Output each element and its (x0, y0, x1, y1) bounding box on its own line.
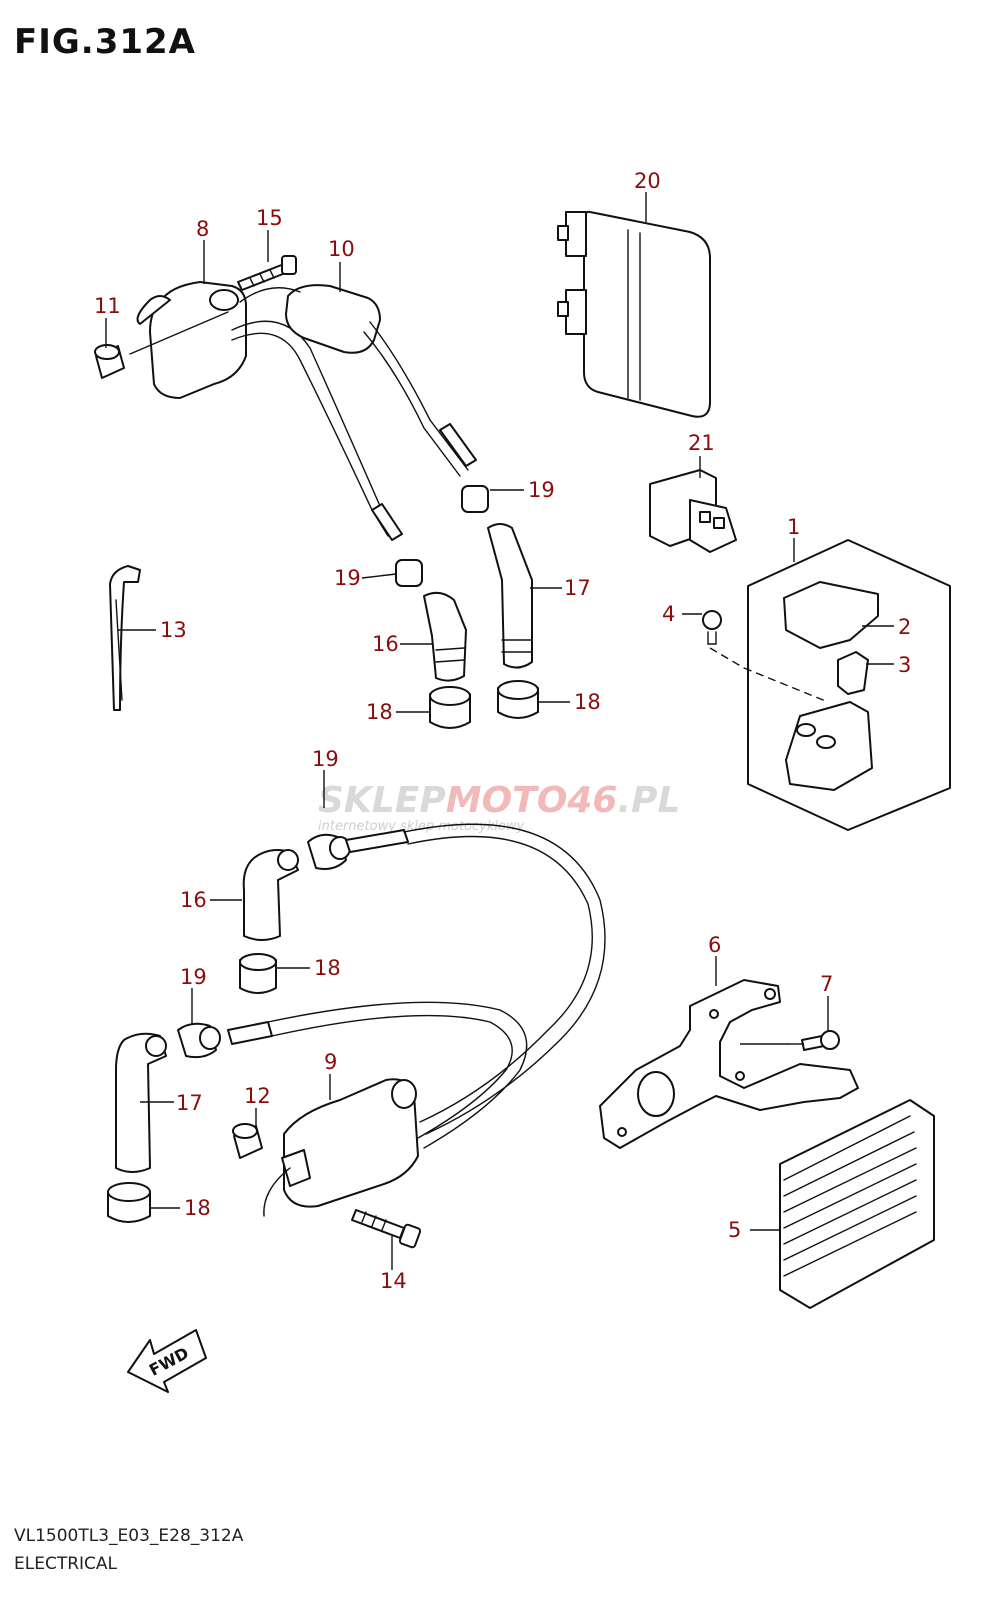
footer-code: VL1500TL3_E03_E28_312A (14, 1526, 244, 1546)
callout-18-a: 18 (366, 700, 393, 724)
seal-part-18-mid (239, 953, 277, 994)
svg-text:SKLEPMOTO46.PL: SKLEPMOTO46.PL (318, 780, 680, 821)
watermark-brand-a: SKLEP (318, 780, 446, 821)
leader-lines (105, 192, 894, 1270)
plug-cap-part-17-upper (487, 523, 533, 669)
callout-17-b: 17 (176, 1091, 203, 1115)
regulator-part-5 (779, 1099, 935, 1309)
callout-4: 4 (662, 602, 675, 626)
callout-19-d: 19 (180, 965, 207, 989)
screw-part-7 (801, 1030, 840, 1051)
callout-21: 21 (688, 431, 715, 455)
high-tension-cables-lower (227, 823, 606, 1149)
plug-cap-part-16-lower (242, 849, 299, 941)
callout-13: 13 (160, 618, 187, 642)
callout-20: 20 (634, 169, 661, 193)
seal-part-19-upper (395, 485, 489, 587)
watermark: SKLEPMOTO46.PL internetowy sklep motocyk… (318, 780, 680, 834)
callout-12: 12 (244, 1084, 271, 1108)
callout-11: 11 (94, 294, 121, 318)
plug-cap-part-17-lower (115, 1032, 167, 1173)
callout-7: 7 (820, 972, 833, 996)
callout-8: 8 (196, 217, 209, 241)
bolt-part-15 (237, 255, 297, 291)
spacer-part-12 (232, 1123, 263, 1159)
callout-18-c: 18 (314, 956, 341, 980)
callout-16-b: 16 (180, 888, 207, 912)
figure-title: FIG.312A (14, 22, 196, 62)
bracket-part-6 (599, 979, 859, 1149)
watermark-brand-b: MOTO46 (446, 780, 618, 821)
seal-part-18-lower (107, 1182, 151, 1223)
callout-numbers: 20 15 8 10 11 21 19 1 19 17 13 4 2 3 16 … (94, 169, 911, 1293)
forward-direction-arrow: FWD (127, 1329, 207, 1393)
callout-5: 5 (728, 1218, 741, 1242)
seal-part-19-mid (307, 833, 351, 870)
spacer-part-11 (94, 344, 125, 379)
seal-part-19-lower (177, 1022, 221, 1059)
callout-19-b: 19 (334, 566, 361, 590)
cable-tie-part-13 (109, 565, 141, 711)
bolt-part-14 (351, 1209, 422, 1249)
ignition-coil-part-9 (263, 1078, 419, 1217)
callout-17-a: 17 (564, 576, 591, 600)
ecm-unit-part-20 (557, 210, 711, 418)
callout-19-c: 19 (312, 747, 339, 771)
seal-part-18-upper (429, 680, 539, 729)
screw-part-4 (702, 610, 722, 645)
callout-18-d: 18 (184, 1196, 211, 1220)
connector-part-21 (649, 469, 737, 553)
callout-15: 15 (256, 206, 283, 230)
ignition-coil-part-8 (129, 281, 247, 399)
callout-14: 14 (380, 1269, 407, 1293)
callout-3: 3 (898, 653, 911, 677)
callout-18-b: 18 (574, 690, 601, 714)
callout-1: 1 (787, 515, 800, 539)
callout-6: 6 (708, 933, 721, 957)
footer-section: ELECTRICAL (14, 1554, 118, 1574)
callout-10: 10 (328, 237, 355, 261)
plug-cap-part-16-upper (423, 591, 467, 682)
callout-19-a: 19 (528, 478, 555, 502)
watermark-brand-c: .PL (617, 780, 680, 821)
callout-2: 2 (898, 615, 911, 639)
callout-9: 9 (324, 1050, 337, 1074)
callout-16-a: 16 (372, 632, 399, 656)
cable-bundle-part-10 (231, 284, 477, 541)
starter-relay-assembly-part-1 (709, 539, 951, 831)
watermark-tagline: internetowy sklep motocyklowy (318, 819, 525, 834)
